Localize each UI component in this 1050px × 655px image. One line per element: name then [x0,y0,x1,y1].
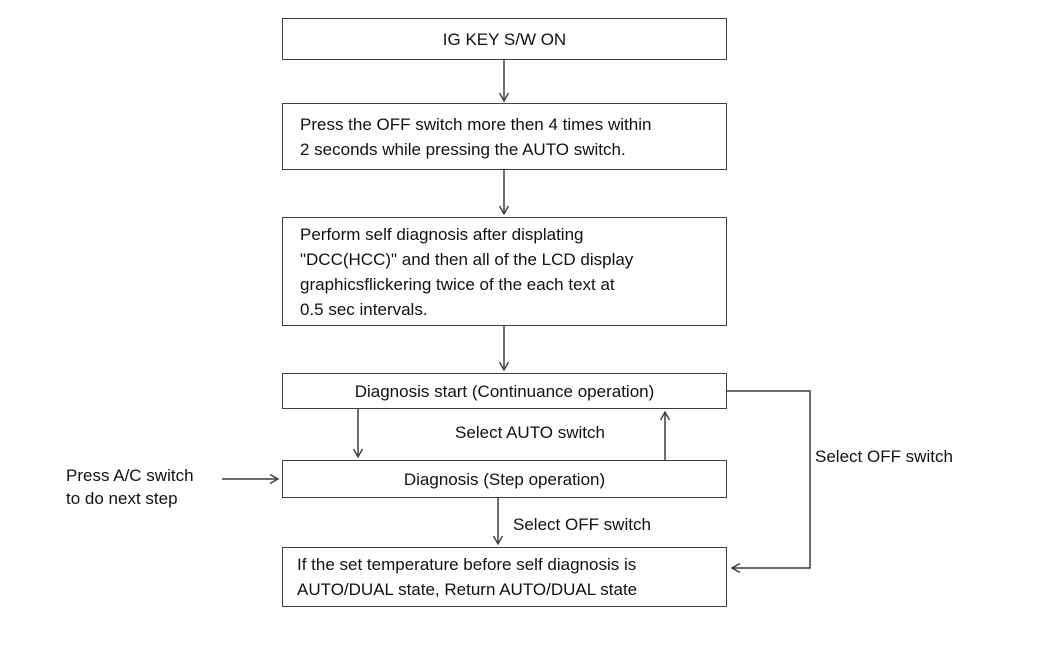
flow-box-text: IG KEY S/W ON [442,29,567,49]
flow-box-text: Diagnosis start (Continuance operation) [354,381,655,401]
flow-box-perform-self-diagnosis: Perform self diagnosis after displating … [282,217,727,326]
flow-box-ig-key-on: IG KEY S/W ON [282,18,727,60]
flow-box-text: 0.5 sec intervals. [300,299,428,319]
side-note-line: to do next step [66,489,178,508]
connector-diagstart-off-loop [727,390,811,568]
flow-box-text: Diagnosis (Step operation) [403,469,606,489]
edge-label-select-auto-switch: Select AUTO switch [455,423,605,442]
flow-box-text: Perform self diagnosis after displating [300,224,584,244]
flow-box-return-auto-dual: If the set temperature before self diagn… [282,547,727,607]
flow-box-text: If the set temperature before self diagn… [297,555,637,574]
flow-box-text: "DCC(HCC)" and then all of the LCD displ… [300,249,634,269]
flow-box-text: 2 seconds while pressing the AUTO switch… [300,139,626,159]
flow-box-diagnosis-step: Diagnosis (Step operation) [282,460,727,498]
side-note-line: Press A/C switch [66,466,194,485]
side-note-press-ac-switch: Press A/C switch to do next step [66,464,194,510]
flow-box-diagnosis-start: Diagnosis start (Continuance operation) [282,373,727,409]
flow-box-text: Press the OFF switch more then 4 times w… [300,114,652,134]
flow-box-text: AUTO/DUAL state, Return AUTO/DUAL state [297,580,638,599]
flow-box-press-off-switch: Press the OFF switch more then 4 times w… [282,103,727,170]
edge-label-select-off-switch-loop: Select OFF switch [815,447,953,466]
edge-label-select-off-switch: Select OFF switch [513,515,651,534]
flow-box-text: graphicsflickering twice of the each tex… [300,274,615,294]
